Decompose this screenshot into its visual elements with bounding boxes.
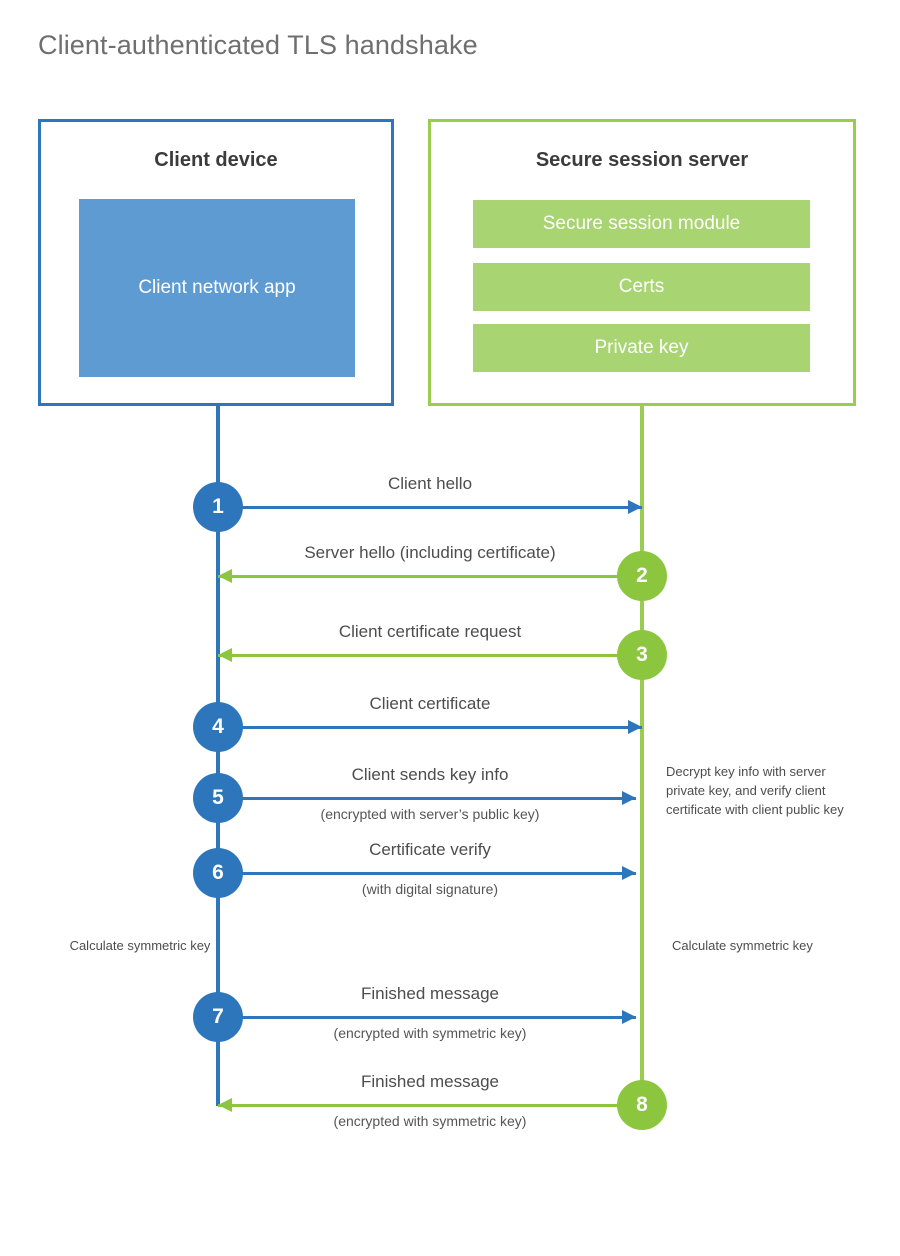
message-line-3 [218, 654, 642, 657]
message-label-6: Certificate verify [369, 840, 491, 859]
arrowhead-right-icon [628, 500, 642, 514]
message-label-5: Client sends key info [351, 765, 509, 784]
message-line-8 [218, 1104, 642, 1107]
message-label-4: Client certificate [369, 694, 491, 713]
message-label-1: Client hello [387, 474, 473, 493]
message-line-5 [218, 797, 636, 800]
client-device-box: Client device Client network app [38, 119, 394, 406]
step-circle-2[interactable]: 2 [617, 551, 667, 601]
message-sublabel-6: (with digital signature) [361, 881, 499, 897]
step-circle-1[interactable]: 1 [193, 482, 243, 532]
step-circle-7[interactable]: 7 [193, 992, 243, 1042]
client-lifeline [216, 406, 220, 1106]
message-label-2: Server hello (including certificate) [304, 543, 556, 562]
arrowhead-right-icon [622, 1010, 636, 1024]
server-bar-secure-session-module: Secure session module [473, 200, 810, 248]
message-line-1 [218, 506, 642, 509]
message-sublabel-7: (encrypted with symmetric key) [333, 1025, 527, 1041]
arrowhead-left-icon [218, 648, 232, 662]
message-line-2 [218, 575, 642, 578]
client-network-app-block: Client network app [79, 199, 355, 377]
message-label-8: Finished message [361, 1072, 499, 1091]
server-bar-private-key: Private key [473, 324, 810, 372]
arrowhead-right-icon [622, 791, 636, 805]
step-circle-3[interactable]: 3 [617, 630, 667, 680]
step-circle-6[interactable]: 6 [193, 848, 243, 898]
message-label-7: Finished message [361, 984, 499, 1003]
page-title: Client-authenticated TLS handshake [38, 30, 478, 60]
arrowhead-left-icon [218, 569, 232, 583]
step-circle-4[interactable]: 4 [193, 702, 243, 752]
client-calculate-symmetric-key-annotation: Calculate symmetric key [69, 938, 211, 953]
server-calculate-symmetric-key-annotation: Calculate symmetric key [672, 938, 813, 953]
message-line-6 [218, 872, 636, 875]
message-sublabel-5: (encrypted with server’s public key) [320, 806, 540, 822]
server-decrypt-annotation: Decrypt key info with server private key… [666, 764, 844, 817]
message-sublabel-8: (encrypted with symmetric key) [333, 1113, 527, 1129]
message-line-4 [218, 726, 642, 729]
arrowhead-right-icon [622, 866, 636, 880]
step-circle-8[interactable]: 8 [617, 1080, 667, 1130]
arrowhead-right-icon [628, 720, 642, 734]
message-line-7 [218, 1016, 636, 1019]
server-bar-certs: Certs [473, 263, 810, 311]
server-lifeline [640, 406, 644, 1106]
secure-session-server-box: Secure session server Secure session mod… [428, 119, 856, 406]
step-circle-5[interactable]: 5 [193, 773, 243, 823]
secure-session-server-title: Secure session server [535, 149, 749, 171]
client-device-title: Client device [154, 149, 278, 171]
arrowhead-left-icon [218, 1098, 232, 1112]
message-label-3: Client certificate request [338, 622, 522, 641]
